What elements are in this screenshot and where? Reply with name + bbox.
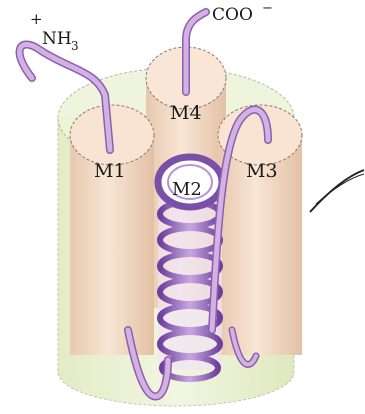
label-coo-charge: −	[262, 1, 273, 16]
label-coo: COO	[212, 5, 253, 25]
label-m3: M3	[246, 160, 278, 182]
label-m1: M1	[94, 160, 126, 182]
pointer-line	[310, 170, 364, 212]
label-m4: M4	[170, 102, 202, 124]
label-nh3-subscript: 3	[71, 39, 79, 53]
label-nh3: NH	[42, 29, 72, 49]
label-nh3-charge: +	[30, 10, 43, 28]
label-m2: M2	[172, 179, 202, 200]
